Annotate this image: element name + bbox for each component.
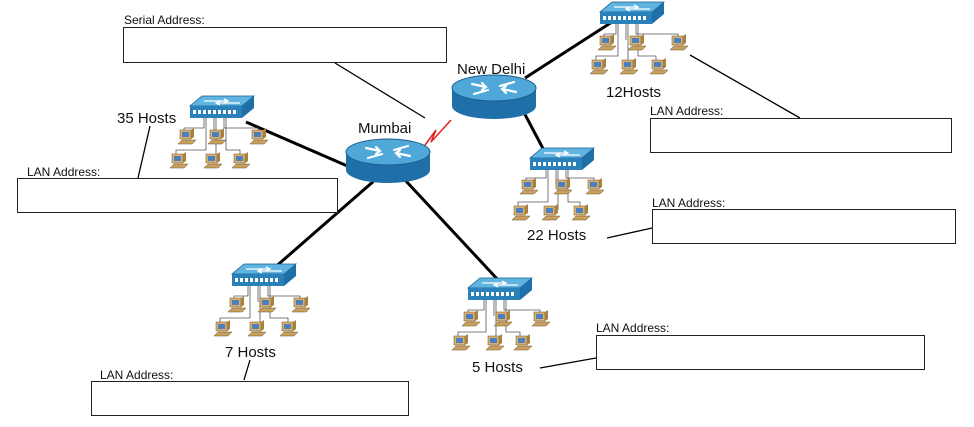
pc-icon xyxy=(571,203,591,221)
lan-35-leader-line xyxy=(137,125,151,179)
pc-icon xyxy=(511,203,531,221)
lan-22-hosts-label: 22 Hosts xyxy=(527,227,587,244)
pc-icon xyxy=(231,151,251,169)
lan-12-hosts-label: 12Hosts xyxy=(606,84,662,101)
pc-icon xyxy=(169,151,189,169)
lan-35-hosts xyxy=(169,127,269,169)
pc-icon xyxy=(451,333,471,351)
pc-icon xyxy=(207,127,227,145)
serial-address-field[interactable] xyxy=(123,27,447,63)
lan-5-address-field[interactable] xyxy=(596,335,925,370)
lan-5-address-label: LAN Address: xyxy=(596,321,670,335)
lan-5-switch-icon xyxy=(467,277,533,301)
pc-icon xyxy=(541,203,561,221)
link-mumbai-lan7 xyxy=(264,178,376,278)
pc-icon xyxy=(227,295,247,313)
pc-icon xyxy=(649,57,669,75)
lan-12-leader-line xyxy=(689,54,801,119)
lan-22-address-label: LAN Address: xyxy=(652,196,726,210)
lan-12-address-field[interactable] xyxy=(650,118,952,153)
lan-5-leader-line xyxy=(539,357,597,369)
lan-12-address-label: LAN Address: xyxy=(650,104,724,118)
pc-icon xyxy=(485,333,505,351)
serial-link xyxy=(419,119,452,153)
lan-35-address-label: LAN Address: xyxy=(27,165,101,179)
lan-7-switch-icon xyxy=(231,263,297,287)
lan-7-address-label: LAN Address: xyxy=(100,368,174,382)
lan-22-switch-icon xyxy=(529,147,595,171)
pc-icon xyxy=(597,33,617,51)
serial-leader-line xyxy=(334,62,426,119)
lan-7-hosts-label: 7 Hosts xyxy=(225,344,276,361)
pc-icon xyxy=(585,177,605,195)
lan-5-hosts-label: 5 Hosts xyxy=(472,359,523,376)
lan-35-hosts-label: 35 Hosts xyxy=(117,110,177,127)
serial-address-label: Serial Address: xyxy=(124,13,205,27)
lan-7-leader-line xyxy=(243,359,251,381)
new-delhi-router-icon xyxy=(450,73,538,121)
lan-12-switch-icon xyxy=(599,1,665,25)
pc-icon xyxy=(553,177,573,195)
lan-7-hosts xyxy=(213,295,311,337)
pc-icon xyxy=(627,33,647,51)
pc-icon xyxy=(279,319,299,337)
lan-7-address-field[interactable] xyxy=(91,381,409,416)
mumbai-router-label: Mumbai xyxy=(358,120,412,137)
link-newdelhi-lan12 xyxy=(524,20,613,80)
pc-icon xyxy=(589,57,609,75)
lan-12-hosts xyxy=(589,33,689,75)
pc-icon xyxy=(247,319,267,337)
link-mumbai-lan5 xyxy=(403,178,502,284)
pc-icon xyxy=(213,319,233,337)
pc-icon xyxy=(291,295,311,313)
lan-35-switch-icon xyxy=(189,95,255,119)
lan-22-leader-line xyxy=(606,227,653,239)
pc-icon xyxy=(257,295,277,313)
pc-icon xyxy=(619,57,639,75)
pc-icon xyxy=(461,309,481,327)
pc-icon xyxy=(513,333,533,351)
leader-lines xyxy=(137,54,801,381)
pc-icon xyxy=(249,127,269,145)
pc-icon xyxy=(203,151,223,169)
pc-icon xyxy=(531,309,551,327)
pc-icon xyxy=(669,33,689,51)
new-delhi-router-label: New Delhi xyxy=(457,61,526,78)
lan-5-hosts xyxy=(451,309,551,351)
link-mumbai-lan35 xyxy=(245,120,353,170)
pc-icon xyxy=(493,309,513,327)
mumbai-router-icon xyxy=(344,137,432,185)
lan-35-address-field[interactable] xyxy=(17,178,338,213)
pc-icon xyxy=(177,127,197,145)
lan-22-address-field[interactable] xyxy=(652,209,956,244)
pc-icon xyxy=(519,177,539,195)
